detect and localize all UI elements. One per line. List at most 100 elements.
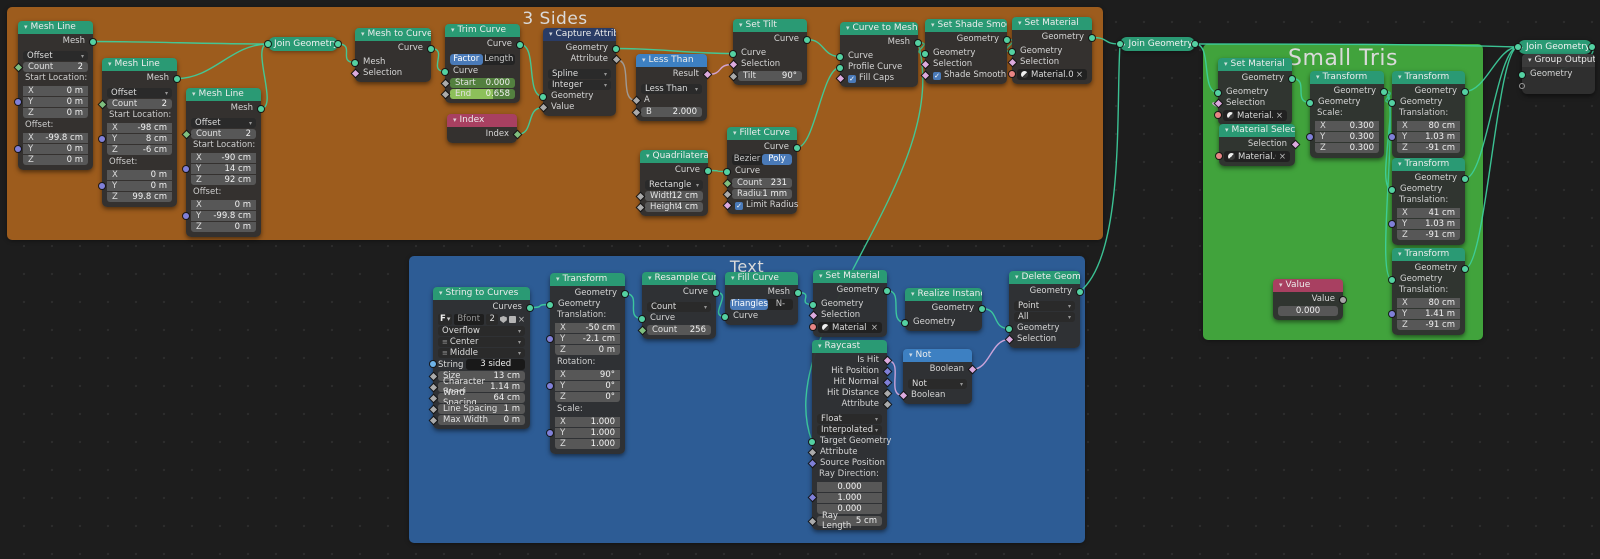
node-capture-attribute[interactable]: ▾Capture AttributeGeometryAttributeSplin… [539,28,620,116]
node-header[interactable]: ▾Transform [550,273,625,286]
node-header[interactable]: ▾Mesh Line [102,58,177,71]
font-selector-row[interactable]: F▾Bfont …2× [438,314,525,325]
socket-curve-out[interactable] [517,41,523,48]
socket-mesh-out[interactable] [915,39,921,46]
node-header[interactable]: ▾Trim Curve [445,24,520,37]
socket-geo_in-in[interactable] [1215,89,1221,96]
socket-geo-out[interactable] [884,287,890,294]
socket-mesh-out[interactable] [258,105,264,112]
socket-str-in[interactable] [430,361,436,367]
socket-vec-in[interactable] [183,166,189,172]
socket-vec-in[interactable] [547,336,553,342]
vector-component[interactable]: Z-91 cm [1397,143,1460,153]
material-selector[interactable]: Material.0…× [1224,151,1290,162]
node-header[interactable]: ▾Set Material [1218,58,1292,71]
node-header[interactable]: ▾Capture Attribute [543,28,616,41]
socket-blank-in[interactable] [1519,82,1525,89]
socket-geo-out[interactable] [1004,36,1010,43]
value-field[interactable]: 0.000 [1278,306,1338,316]
socket-curve_in-in[interactable] [724,168,730,175]
socket-mesh-out[interactable] [174,75,180,82]
node-header[interactable]: ▾Material Selection [1219,124,1295,137]
button-n-gons[interactable]: N-gons [775,299,786,309]
dropdown-offset[interactable]: Offset▾ [107,88,172,98]
socket-curves-out[interactable] [527,304,533,311]
socket-geo-out[interactable] [1089,34,1095,41]
vector-component[interactable]: Z-91 cm [1397,230,1460,240]
vector-component[interactable]: X-50 cm [555,323,620,333]
dropdown-count[interactable]: Count▾ [647,302,711,312]
socket-curve_in-in[interactable] [722,313,728,320]
node-header[interactable]: ▾Raycast [812,340,887,353]
socket-vec-in[interactable] [15,146,21,152]
socket-curve-out[interactable] [705,167,711,174]
close-icon[interactable]: × [517,314,525,325]
node-header[interactable]: ▾Mesh Line [18,21,93,34]
socket-vec-in[interactable] [1307,134,1313,140]
socket-target-in[interactable] [809,438,815,445]
vector-component[interactable]: Z-91 cm [1397,320,1460,330]
node-header[interactable]: ▾Set Material [1012,17,1092,30]
node-header[interactable]: ▾Set Material [813,270,887,283]
socket-out-out[interactable] [335,41,341,47]
socket-curve_in-in[interactable] [730,50,736,57]
socket-mesh_in-in[interactable] [352,59,358,66]
socket-curve_in-in[interactable] [837,53,843,60]
button-triangles[interactable]: Triangles [730,299,768,310]
socket-curve_in-in[interactable] [639,315,645,322]
dropdown-not[interactable]: Not▾ [908,379,967,389]
socket-geo_in-in[interactable] [1009,48,1015,55]
dropdown[interactable]: Integer▾ [548,80,611,90]
button-length[interactable]: Length [484,54,514,64]
socket-curve-out[interactable] [794,144,800,151]
node-join-geometry-2[interactable]: ›Join Geometry [1117,37,1198,51]
socket-mesh-out[interactable] [90,38,96,45]
node-material-selection[interactable]: ▾Material SelectionSelectionMaterial.0…× [1216,124,1299,166]
socket-geo_in-in[interactable] [1389,186,1395,193]
socket-value-out[interactable] [1340,296,1346,303]
dropdown-offset[interactable]: Offset▾ [23,51,88,61]
vector-component[interactable]: X-90 cm [191,153,256,163]
string-input[interactable]: 3 sided [466,359,525,370]
dropdown[interactable]: Count▾ [647,302,711,312]
socket-vec-in[interactable] [99,183,105,189]
socket-geo_in-in[interactable] [1519,71,1525,78]
dropdown[interactable]: ≡Center▾ [438,337,525,347]
